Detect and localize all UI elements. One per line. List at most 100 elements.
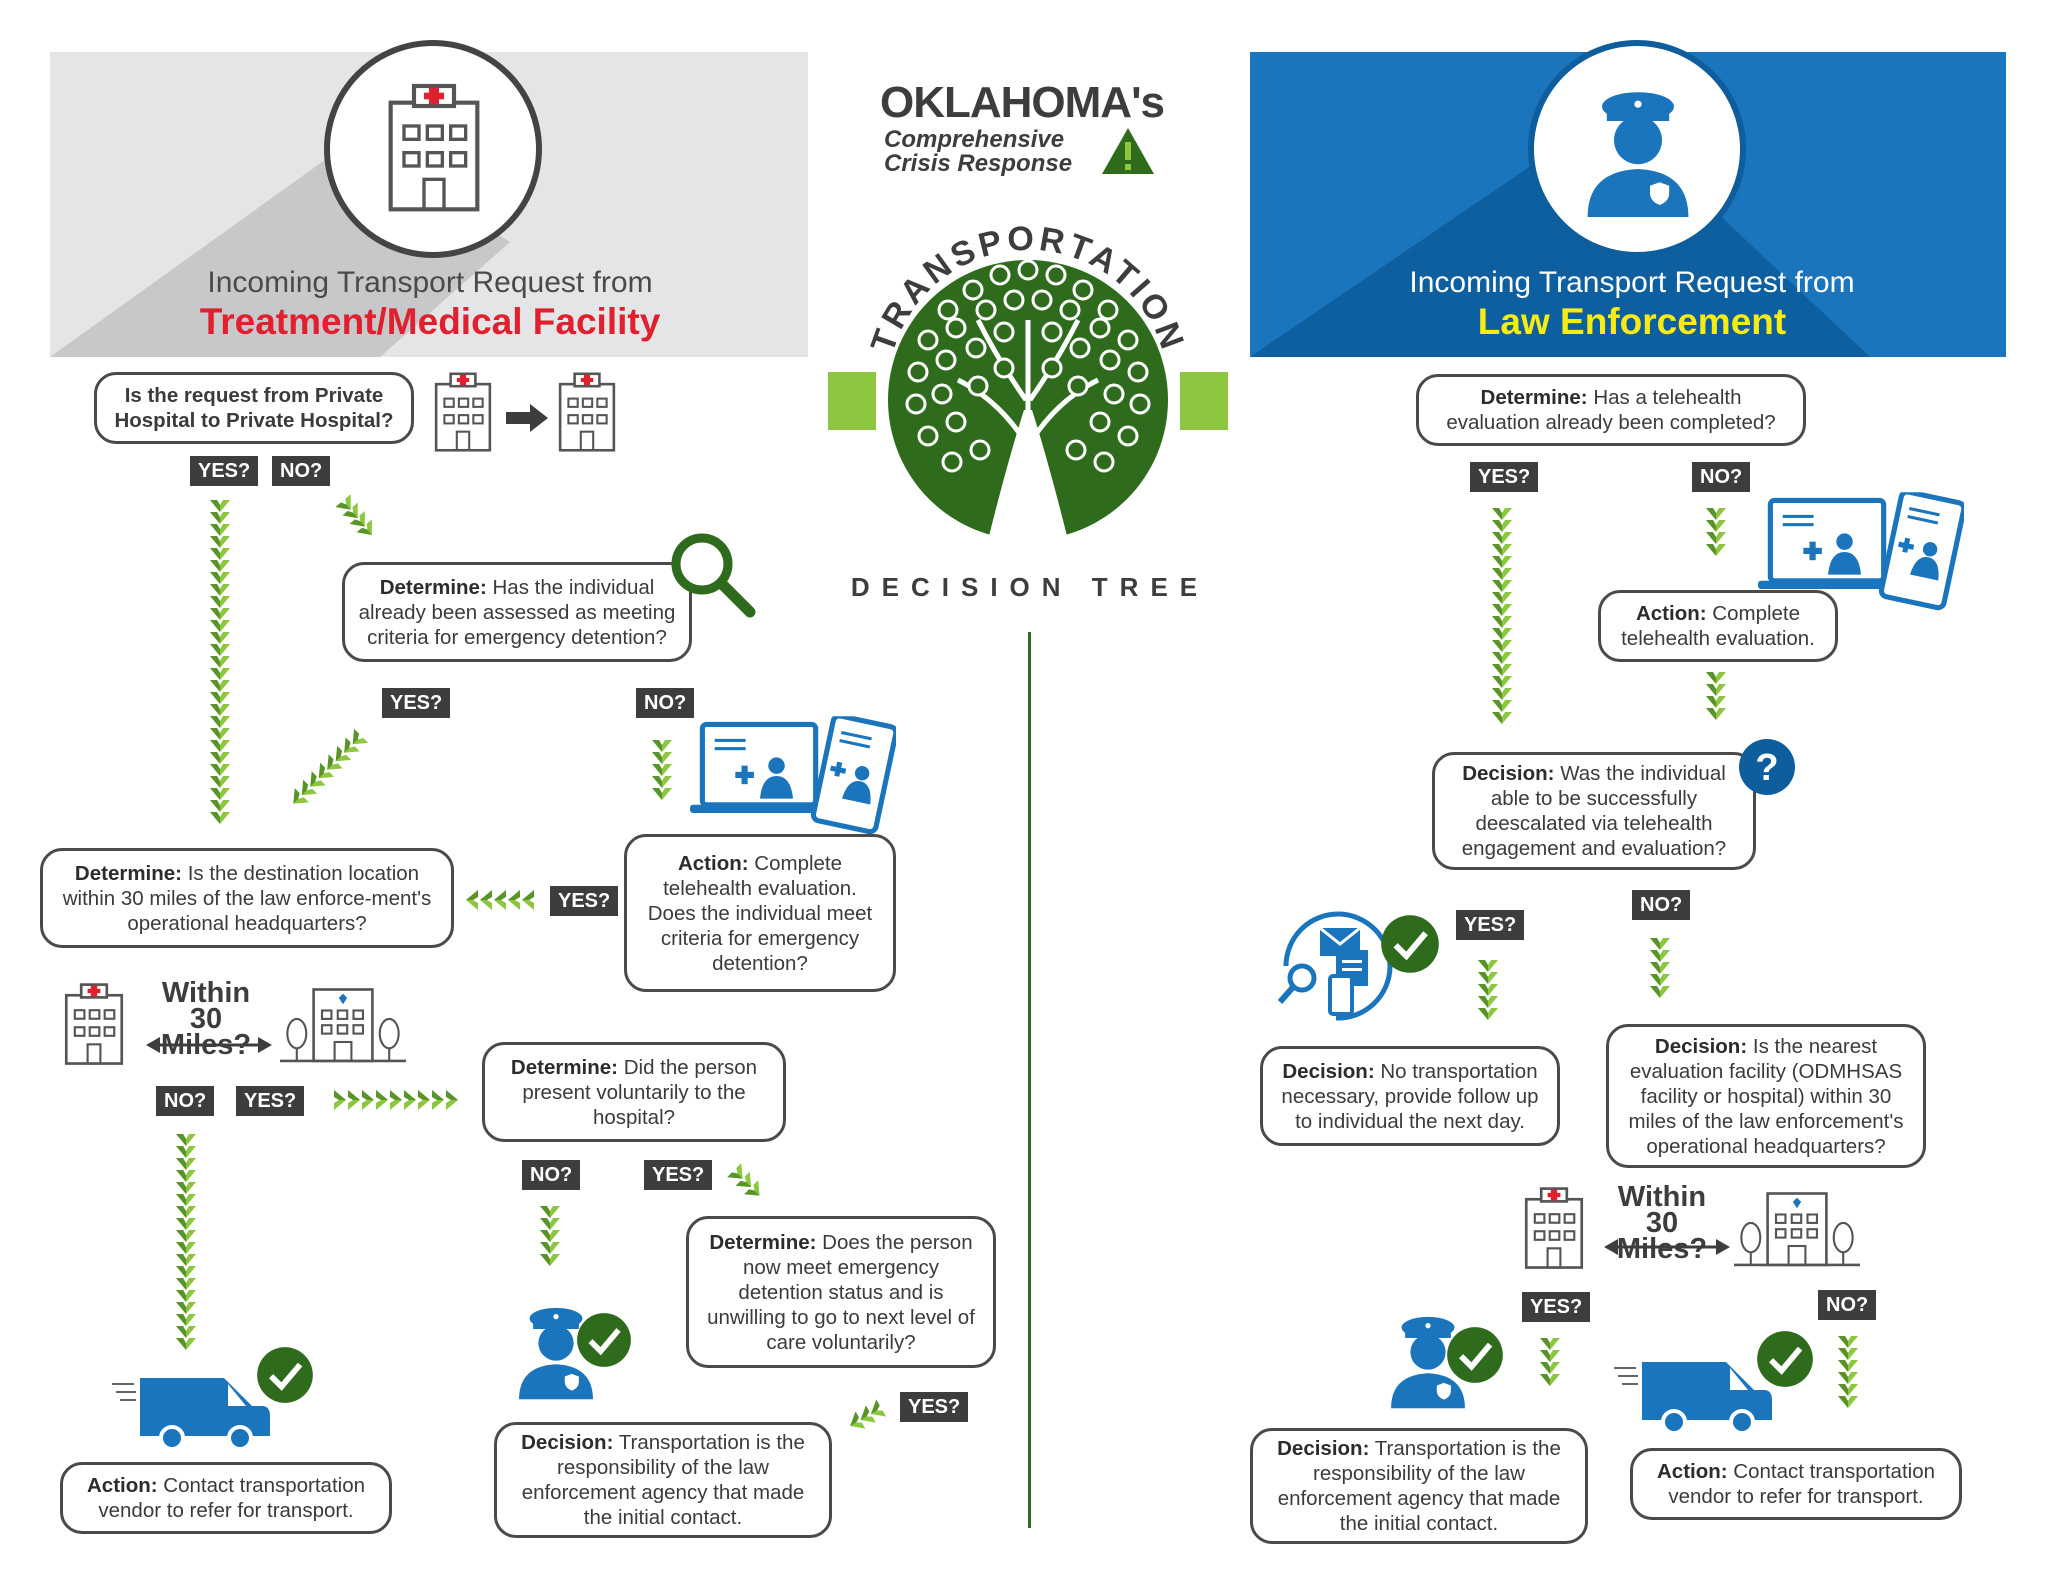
right-header-line1: Incoming Transport Request from [1409, 266, 1855, 299]
right-arrow-yes2-down [1478, 960, 1498, 1020]
chevron-down-icon [1492, 532, 1512, 544]
right-q3-box: Decision: Is the nearest evaluation faci… [1606, 1024, 1926, 1168]
left-q4-text: Is the destination location within 30 mi… [62, 861, 432, 935]
left-arrow-no2-down [652, 740, 672, 800]
left-q5-text: Did the person present voluntarily to th… [522, 1055, 758, 1129]
hospital-icon [324, 40, 542, 258]
right-d2-label: Decision: [1277, 1437, 1370, 1460]
left-arrow-yes3-left [466, 890, 534, 910]
hospital-building-icon [432, 368, 494, 454]
chevron-down-icon [210, 620, 230, 632]
chevron-down-icon [210, 752, 230, 764]
telehealth-icon [690, 716, 896, 840]
chevron-down-icon [1492, 652, 1512, 664]
right-tag-yes2: YES? [1456, 910, 1525, 940]
chevron-down-icon [210, 788, 230, 800]
follow-up-icon [1277, 911, 1393, 1021]
right-q3-label: Decision: [1654, 1034, 1748, 1058]
right-arrow-no1-down [1706, 508, 1726, 556]
left-q6-box: Determine: Does the person now meet emer… [686, 1216, 996, 1368]
left-d1-text: Transportation is the responsibility of … [521, 1431, 805, 1529]
officer-badge-circle [1528, 40, 1746, 258]
left-arrow-yes1-down [210, 500, 230, 824]
chevron-down-icon [1492, 640, 1512, 652]
hospital-building-icon [62, 980, 126, 1066]
right-q3-text: Is the nearest evaluation facility (ODMH… [1628, 1034, 1904, 1158]
right-within-line2: 30 Miles? [1616, 1207, 1708, 1265]
right-d2-text: Transportation is the responsibility of … [1277, 1437, 1561, 1535]
hospital-building-icon [556, 368, 618, 454]
right-a1-label: Action: [1635, 602, 1707, 625]
chevron-down-icon [176, 1146, 196, 1158]
left-a1-box: Action: Contact transportation vendor to… [60, 1462, 392, 1534]
left-q3-label: Action: [677, 851, 749, 875]
right-d1-box: Decision: No transportation necessary, p… [1260, 1046, 1560, 1146]
arrow-right-icon [506, 404, 548, 432]
left-q3-box: Action: Complete telehealth evaluation. … [624, 834, 896, 992]
decision-tree-subtitle: DECISION TREE [850, 572, 1210, 602]
chevron-down-icon [210, 716, 230, 728]
chevron-down-icon [210, 512, 230, 524]
left-arrow-yes2-diag [286, 728, 369, 811]
chevron-down-icon [176, 1170, 196, 1182]
chevron-down-icon [210, 548, 230, 560]
left-tag-yes4: YES? [236, 1086, 305, 1116]
right-arrow-yes3-down [1540, 1338, 1560, 1386]
right-q2-text: Was the individual able to be successful… [1461, 762, 1727, 860]
right-arrow-no3-down [1838, 1336, 1858, 1408]
right-arrow-yes1-down [1492, 508, 1512, 724]
left-tag-yes1: YES? [190, 456, 259, 486]
left-q3-text: Complete telehealth evaluation. Does the… [647, 851, 873, 975]
ok-logo-line2: Crisis Response [884, 150, 1073, 177]
right-tag-no1: NO? [1692, 462, 1751, 492]
chevron-down-icon [176, 1206, 196, 1218]
warning-triangle-icon [1102, 128, 1154, 174]
chevron-down-icon [210, 776, 230, 788]
tree-leaves [905, 259, 1151, 473]
right-within-line1: Within [1617, 1181, 1707, 1213]
chevron-down-icon [176, 1338, 196, 1350]
left-q4-box: Determine: Is the destination location w… [40, 848, 454, 948]
chevron-down-icon [210, 500, 230, 512]
left-tag-no2: NO? [636, 688, 695, 718]
left-tag-yes5: YES? [644, 1160, 713, 1190]
left-tag-no5: NO? [522, 1160, 581, 1190]
chevron-down-icon [176, 1242, 196, 1254]
chevron-down-icon [176, 1314, 196, 1326]
chevron-down-icon [210, 692, 230, 704]
right-tag-no2: NO? [1632, 890, 1691, 920]
chevron-down-icon [1492, 712, 1512, 724]
left-arrow-no4-down [176, 1134, 196, 1350]
right-tag-yes1: YES? [1470, 462, 1539, 492]
left-within-line1: Within [161, 977, 251, 1009]
left-q2-box: Determine: Has the individual already be… [342, 562, 692, 662]
chevron-down-icon [210, 596, 230, 608]
chevron-down-icon [1492, 568, 1512, 580]
chevron-down-icon [176, 1278, 196, 1290]
chevron-down-icon [210, 704, 230, 716]
chevron-down-icon [210, 536, 230, 548]
check-circle-icon [1756, 1330, 1814, 1388]
right-a1-box: Action: Complete telehealth evaluation. [1598, 590, 1838, 662]
hospital-building-icon [1522, 1184, 1586, 1270]
left-arrow-no5-down [540, 1206, 560, 1266]
chevron-down-icon [1492, 688, 1512, 700]
check-circle-icon [1446, 1326, 1504, 1384]
chevron-down-icon [210, 668, 230, 680]
magnifier-icon [671, 533, 756, 618]
left-arrow-yes5-diag [727, 1163, 767, 1203]
chevron-down-icon [1492, 676, 1512, 688]
chevron-down-icon [176, 1182, 196, 1194]
right-within-label: Within 30 Miles? [1600, 1181, 1724, 1265]
left-tag-yes6: YES? [900, 1392, 969, 1422]
chevron-down-icon [176, 1266, 196, 1278]
left-tag-yes2: YES? [382, 688, 451, 718]
tree-emblem: TRANSPORTATION [828, 220, 1228, 540]
right-d2-box: Decision: Transportation is the responsi… [1250, 1428, 1588, 1544]
chevron-down-icon [210, 524, 230, 536]
left-q6-text: Does the person now meet emergency deten… [707, 1230, 975, 1354]
chevron-down-icon [210, 800, 230, 812]
center-divider [1028, 632, 1031, 1528]
chevron-down-icon [1492, 520, 1512, 532]
left-arrow-yes4-right [334, 1090, 458, 1110]
